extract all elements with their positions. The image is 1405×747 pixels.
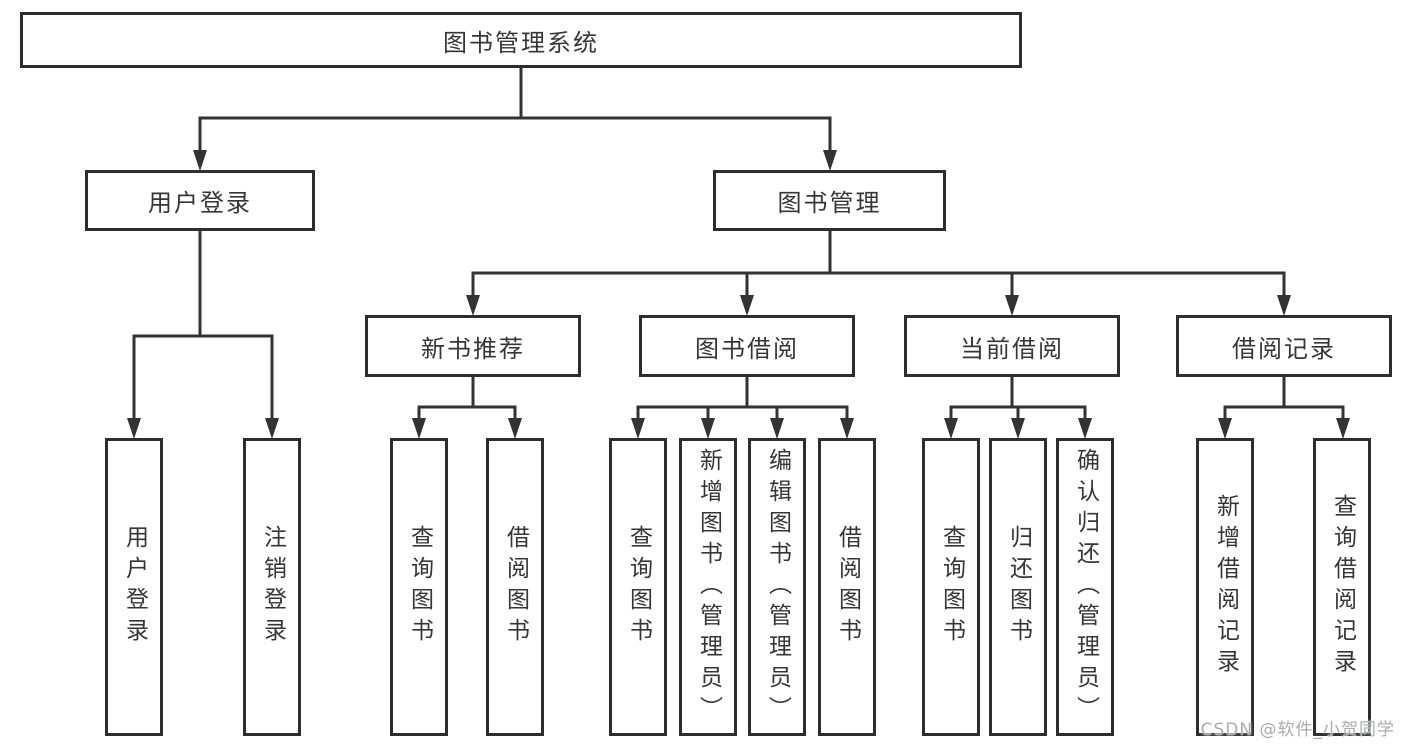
leaf-borrow-books-label: 借阅图书: [834, 525, 861, 649]
node-new-book-recommend-label: 新书推荐: [421, 334, 525, 363]
connector-user-login-group: [127, 229, 279, 439]
node-user-login-label: 用户登录: [148, 189, 252, 217]
node-root: 图书管理系统: [20, 12, 1022, 68]
leaf-return-book-label: 归还图书: [1005, 525, 1032, 649]
leaf-add-book-admin: 新增图书（管理员）: [679, 438, 737, 736]
leaf-edit-book-admin: 编辑图书（管理员）: [748, 438, 806, 736]
node-book-borrow: 图书借阅: [639, 315, 855, 377]
leaf-add-borrow-record: 新增借阅记录: [1196, 438, 1254, 736]
leaf-borrow-books-recommend-label: 借阅图书: [502, 525, 529, 649]
leaf-return-book: 归还图书: [989, 438, 1047, 736]
connector-new-book-group: [412, 375, 522, 439]
leaf-query-books-borrow: 查询图书: [609, 438, 667, 736]
leaf-borrow-books-recommend: 借阅图书: [486, 438, 544, 736]
leaf-confirm-return-admin: 确认归还（管理员）: [1056, 438, 1114, 736]
leaf-edit-book-admin-label: 编辑图书（管理员）: [764, 447, 791, 727]
node-root-label: 图书管理系统: [443, 28, 599, 57]
leaf-query-books-current-label: 查询图书: [938, 525, 965, 649]
node-borrow-records-label: 借阅记录: [1232, 334, 1336, 363]
connector-borrow-records-group: [1218, 375, 1350, 439]
leaf-borrow-books: 借阅图书: [818, 438, 876, 736]
node-current-borrow: 当前借阅: [904, 315, 1120, 377]
leaf-user-login-label: 用户登录: [121, 525, 148, 649]
node-borrow-records: 借阅记录: [1176, 315, 1392, 377]
leaf-query-books-current: 查询图书: [922, 438, 980, 736]
leaf-query-borrow-record: 查询借阅记录: [1313, 438, 1371, 736]
leaf-logout-label: 注销登录: [259, 525, 286, 649]
node-book-borrow-label: 图书借阅: [695, 334, 799, 363]
node-user-login: 用户登录: [85, 170, 315, 231]
node-book-management: 图书管理: [713, 170, 946, 231]
connector-root-to-level2: [193, 66, 837, 171]
connector-book-management-group: [466, 229, 1291, 316]
leaf-add-borrow-record-label: 新增借阅记录: [1212, 494, 1239, 680]
leaf-add-book-admin-label: 新增图书（管理员）: [695, 447, 722, 727]
leaf-user-login: 用户登录: [105, 438, 163, 736]
leaf-query-books-borrow-label: 查询图书: [625, 525, 652, 649]
connector-book-borrow-group: [631, 375, 854, 439]
csdn-watermark: CSDN @软件_小贺同学: [1200, 720, 1395, 740]
connector-current-borrow-group: [944, 375, 1092, 439]
node-current-borrow-label: 当前借阅: [960, 334, 1064, 363]
node-book-management-label: 图书管理: [777, 189, 882, 217]
leaf-query-borrow-record-label: 查询借阅记录: [1329, 494, 1356, 680]
node-new-book-recommend: 新书推荐: [365, 315, 581, 377]
leaf-confirm-return-admin-label: 确认归还（管理员）: [1072, 447, 1099, 727]
leaf-logout: 注销登录: [243, 438, 301, 736]
leaf-query-books-recommend: 查询图书: [390, 438, 448, 736]
leaf-query-books-recommend-label: 查询图书: [406, 525, 433, 649]
